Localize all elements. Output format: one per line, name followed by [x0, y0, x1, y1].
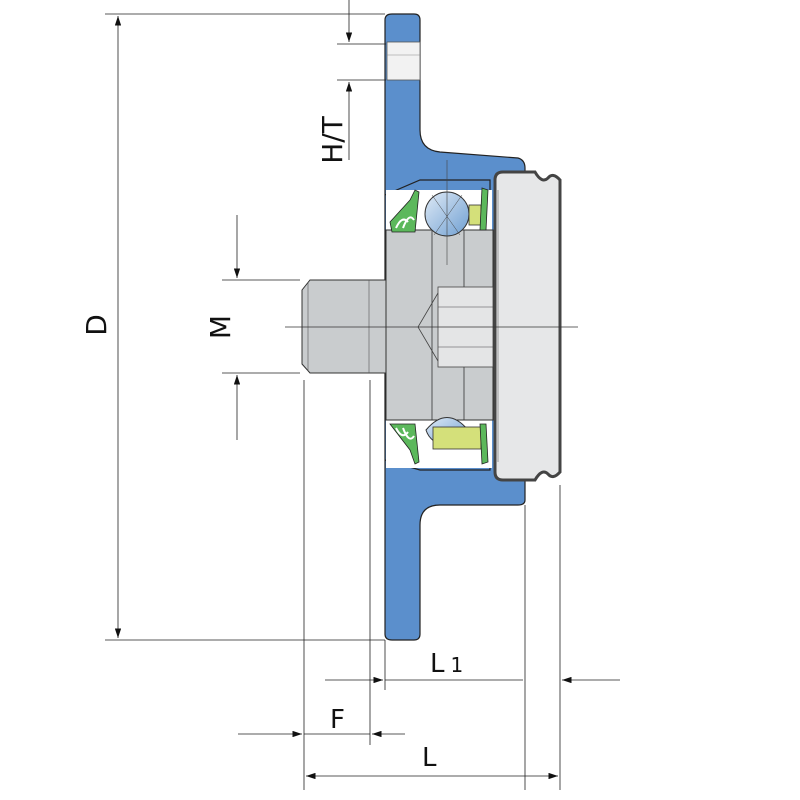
end-cap: [493, 170, 562, 482]
label-M: M: [204, 315, 237, 339]
label-L: L: [422, 743, 437, 773]
label-F: F: [330, 705, 345, 735]
label-HT: H/T: [316, 115, 349, 163]
seal-top-right: [479, 187, 489, 231]
label-D: D: [80, 314, 113, 336]
cage-top: [468, 204, 482, 226]
seal-bottom-right: [479, 423, 489, 465]
seal-bottom-left: [389, 423, 420, 465]
seal-top-left: [389, 189, 420, 233]
bolt-hole: [386, 41, 421, 81]
cage-bottom: [432, 426, 482, 450]
threaded-stud: [301, 279, 387, 374]
